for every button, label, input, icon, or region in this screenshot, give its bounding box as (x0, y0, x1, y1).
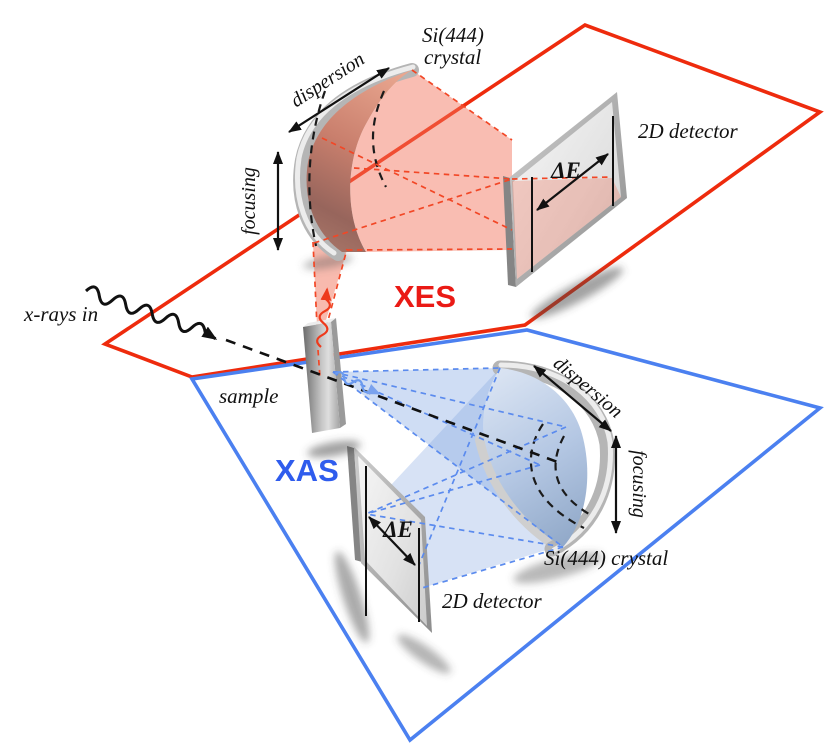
xes-crystal-label-line2: crystal (424, 45, 481, 69)
transmitted-xray-wavy-arrow (334, 371, 381, 395)
xas-title: XAS (275, 453, 339, 488)
xas-delta-e-label: ΔE (382, 517, 413, 542)
xes-plane-outline (101, 22, 824, 379)
xas-detector-side (347, 446, 362, 562)
xes-focusing-label: focusing (238, 167, 260, 235)
xas-plane-outline (189, 328, 824, 743)
sample-shadow (307, 440, 361, 458)
xes-crystal-face (306, 70, 412, 252)
xas-dispersion-arrow (533, 365, 612, 432)
sample-label: sample (219, 384, 279, 408)
incident-xray-wavy-arrow (84, 285, 218, 341)
xas-focusing-label: focusing (628, 450, 650, 518)
xes-detector-label: 2D detector (638, 119, 739, 143)
xas-crystal-curvature-arc (554, 435, 590, 515)
xas-detector-label: 2D detector (442, 589, 543, 613)
xes-crystal-curvature-arc (371, 90, 387, 188)
x-rays-in-label: x-rays in (23, 302, 98, 326)
xas-delta-e-arrow (368, 516, 416, 566)
xes-crystal-label-line1: Si(444) (422, 23, 484, 47)
xes-dispersion-arrow (288, 67, 390, 133)
xes-beam-fan (350, 70, 512, 252)
xas-crystal-label: Si(444) crystal (544, 546, 668, 570)
xas-crystal-rim-bottom (475, 435, 565, 553)
xas-detector-shadow (397, 634, 451, 674)
xas-crystal-shadow (513, 552, 603, 584)
xes-detector-side (503, 176, 516, 287)
incident-beam-dashed-line (225, 338, 564, 466)
xes-delta-e-arrow (536, 153, 609, 211)
emitted-xray-wavy-arrow (316, 287, 332, 348)
sample-front-face (303, 322, 340, 433)
xes-detector-shadow (530, 267, 624, 319)
xas-detector-shadow (334, 551, 370, 643)
xes-delta-e-label: ΔE (550, 158, 581, 183)
xes-title: XES (394, 279, 456, 314)
sample-top-face (303, 318, 336, 327)
